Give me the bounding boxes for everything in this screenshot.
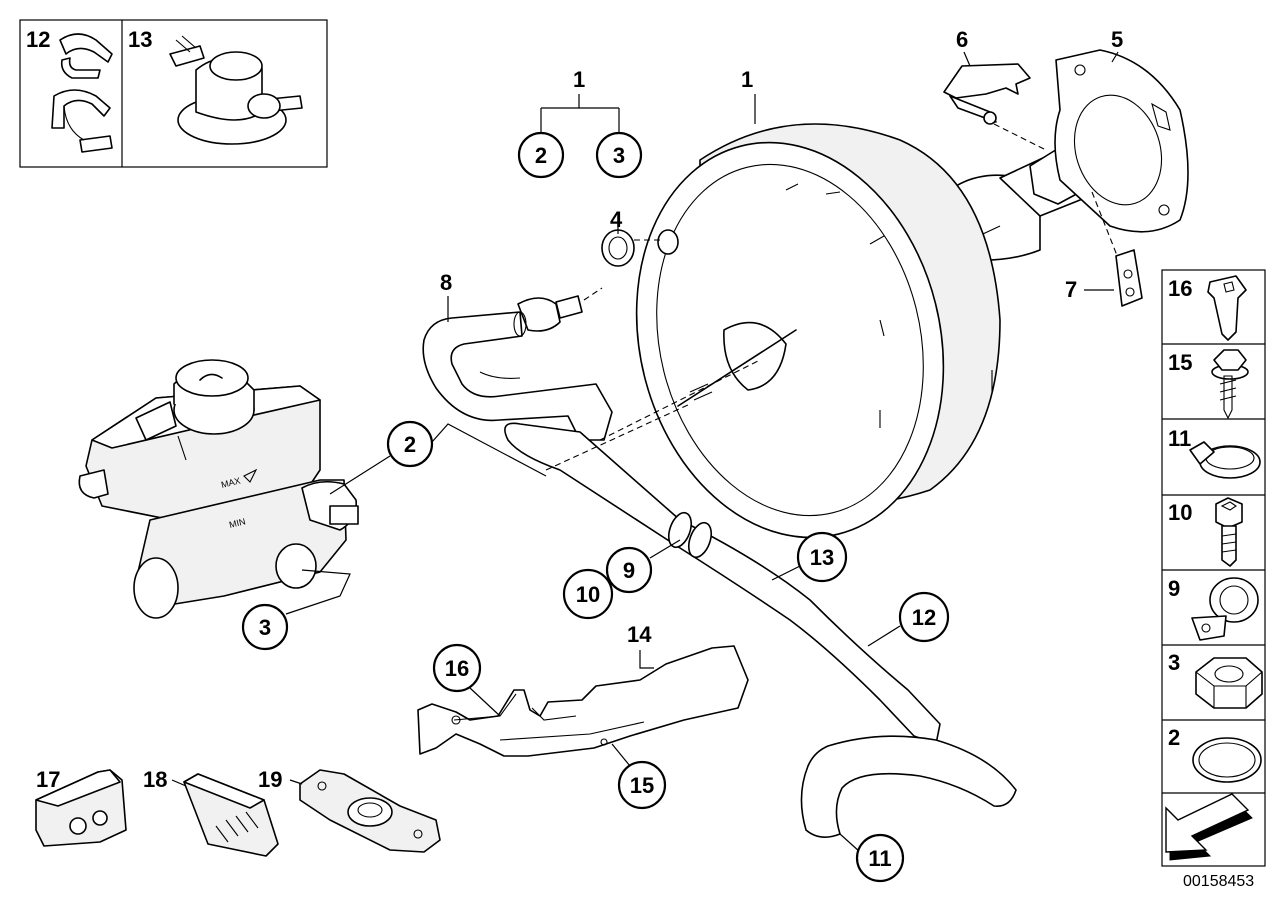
callout-5-leader: [1111, 51, 1119, 63]
callout-text-1-booster: 1: [741, 67, 753, 92]
reservoir-max-mark: MAX: [220, 476, 241, 490]
clip-18: [183, 773, 279, 857]
callout-circle-11[interactable]: [855, 833, 905, 883]
small-parts-panel: 16 15 11 10 9: [1161, 269, 1266, 867]
o-ring-icon: [1192, 737, 1262, 783]
callout-text-17: 17: [36, 767, 60, 792]
callout-text-3-master: 3: [259, 615, 271, 640]
grommet-17: [35, 769, 127, 847]
callout-text-15: 15: [630, 773, 654, 798]
drawing-number: 00158453: [1183, 873, 1254, 890]
vacuum-line: [504, 422, 1017, 838]
callout-circle-3-master[interactable]: [241, 603, 289, 651]
inset-label-13: 13: [128, 27, 152, 52]
side-label-3: 3: [1168, 650, 1180, 675]
kit-group-callout: 1 2 3: [517, 67, 643, 179]
gasket-plate: [1054, 49, 1189, 233]
callout-14-leader: [639, 650, 654, 669]
kit-bracket-lines: [540, 94, 620, 133]
callout-text-9: 9: [623, 558, 635, 583]
callout-text-5: 5: [1111, 27, 1123, 52]
callout-circle-3-kit[interactable]: [595, 131, 643, 179]
heat-shield-bracket: [417, 645, 749, 757]
hose-clamp-icon: [1189, 441, 1261, 479]
stud-alignment-dashed: [545, 359, 761, 471]
side-label-15: 15: [1168, 350, 1192, 375]
side-label-10: 10: [1168, 500, 1192, 525]
callout-9-leader: [649, 539, 681, 559]
callout-text-16: 16: [445, 656, 469, 681]
hose-clip-12-illustration: [51, 33, 113, 153]
grommet: [601, 226, 660, 267]
callout-16-leader: [469, 687, 501, 717]
hex-nut-icon: [1195, 657, 1263, 709]
pipe-clip-icon: [1191, 577, 1259, 641]
side-label-2: 2: [1168, 725, 1180, 750]
inset-box-clips: 12 13: [19, 19, 328, 168]
callout-circle-16[interactable]: [432, 643, 482, 693]
master-cylinder-leader-lines: [285, 455, 391, 615]
side-label-11: 11: [1168, 426, 1191, 451]
callout-text-10: 10: [576, 582, 600, 607]
check-valve-hose: [422, 287, 613, 441]
side-label-16: 16: [1168, 276, 1192, 301]
callout-11-leader: [839, 833, 861, 853]
callout-6-leader: [963, 51, 971, 67]
callout-text-4: 4: [610, 207, 623, 232]
hex-bolt-icon: [1215, 497, 1243, 567]
callout-text-13: 13: [810, 545, 834, 570]
callout-circle-9[interactable]: [605, 546, 653, 594]
callout-12-leader: [867, 625, 901, 647]
inset-label-12: 12: [26, 27, 50, 52]
callout-text-7: 7: [1065, 277, 1077, 302]
tapping-screw-icon: [1211, 349, 1249, 420]
callout-text-14: 14: [627, 622, 652, 647]
callout-text-6: 6: [956, 27, 968, 52]
master-cylinder: MAX MIN: [78, 359, 359, 619]
callout-circle-2-master[interactable]: [386, 420, 434, 468]
callout-circle-13[interactable]: [796, 531, 848, 583]
brake-booster: [635, 123, 1091, 539]
callout-text-12: 12: [912, 605, 936, 630]
callout-text-3-kit: 3: [613, 143, 625, 168]
callout-15-leader: [611, 743, 631, 767]
callout-19-leader: [289, 779, 303, 785]
side-label-9: 9: [1168, 576, 1180, 601]
spring-nut-icon: [1207, 275, 1247, 341]
callout-circle-10[interactable]: [562, 568, 614, 620]
callout-text-19: 19: [258, 767, 282, 792]
callout-circle-2-kit[interactable]: [517, 131, 565, 179]
callout-text-2-master: 2: [404, 432, 416, 457]
callout-text-11: 11: [868, 846, 891, 871]
callout-text-8: 8: [440, 270, 452, 295]
callout-text-2-kit: 2: [535, 143, 547, 168]
clevis-dashed-line: [993, 123, 1047, 151]
callout-18-leader: [171, 779, 187, 787]
clip-nut: [1091, 191, 1143, 307]
callout-circle-15[interactable]: [617, 760, 667, 810]
hose-clip-13-illustration: [169, 35, 303, 145]
clevis-pin: [943, 63, 1047, 151]
kit-label-1: 1: [573, 67, 585, 92]
callout-2-leader: [431, 423, 547, 477]
callout-text-18: 18: [143, 767, 167, 792]
mount-plate-19: [299, 769, 441, 853]
clip-nut-dashed-line: [1091, 191, 1119, 259]
arrow-pointer-icon: [1165, 793, 1253, 861]
callout-13-leader: [771, 565, 801, 581]
callout-circle-12[interactable]: [898, 591, 950, 643]
reservoir-min-mark: MIN: [228, 516, 246, 530]
